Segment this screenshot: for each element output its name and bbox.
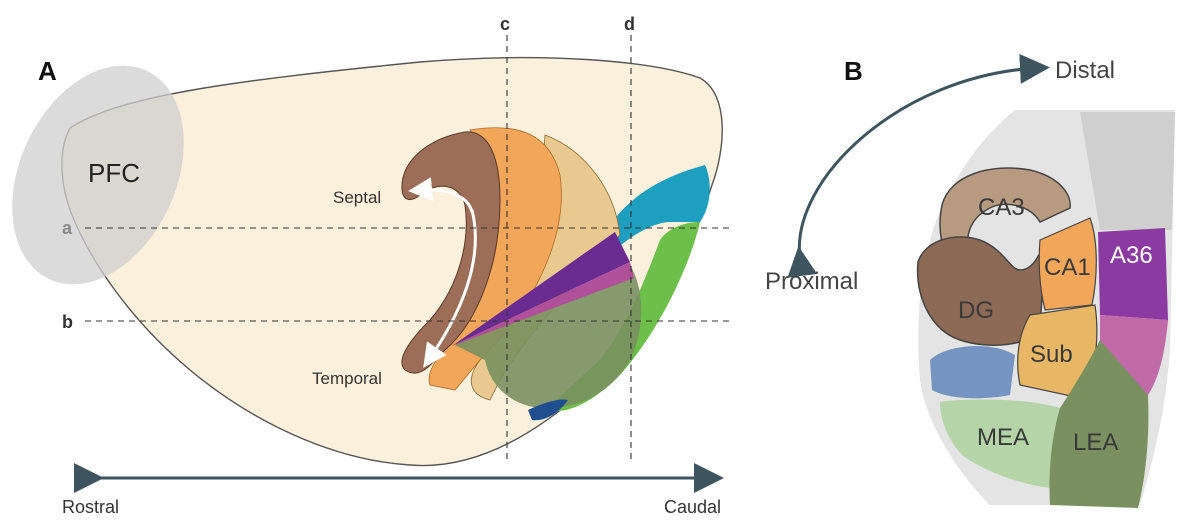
mea-label: MEA	[977, 424, 1029, 451]
dg-label: DG	[958, 297, 994, 324]
panel-a-label: A	[38, 56, 57, 86]
blue-region	[930, 346, 1015, 398]
rostral-label: Rostral	[62, 497, 119, 517]
proximal-label: Proximal	[765, 268, 858, 295]
a36-label: A36	[1110, 242, 1153, 269]
line-c-label: c	[500, 14, 510, 34]
temporal-label: Temporal	[312, 369, 382, 388]
ca3-label: CA3	[978, 194, 1025, 221]
pfc-label: PFC	[88, 158, 140, 188]
line-b-label: b	[62, 312, 73, 332]
panel-b: B Distal Proximal CA3 DG CA1 Sub A36 MEA…	[765, 56, 1175, 508]
sub-label: Sub	[1030, 341, 1073, 368]
distal-label: Distal	[1055, 57, 1115, 84]
ca1-label: CA1	[1044, 254, 1091, 281]
caudal-label: Caudal	[664, 497, 721, 517]
lea-label: LEA	[1073, 429, 1118, 456]
line-d-label: d	[624, 14, 635, 34]
septal-label: Septal	[333, 188, 381, 207]
line-a-label: a	[62, 218, 73, 238]
panel-a: A PFC Septal Temporal a	[0, 14, 730, 517]
panel-b-label: B	[844, 56, 863, 86]
